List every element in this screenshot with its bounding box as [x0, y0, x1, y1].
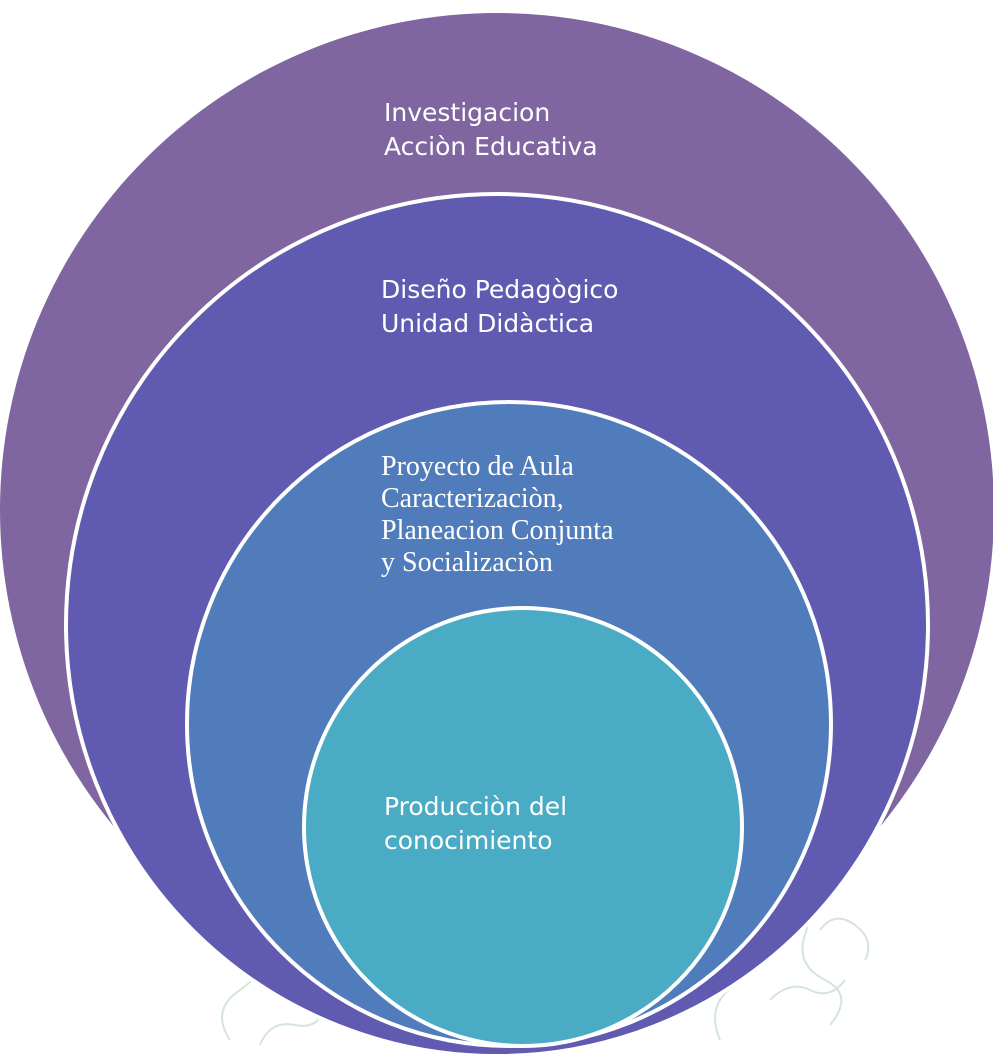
- second-circle-label-line: Diseño Pedagògico: [381, 275, 619, 304]
- outer-circle-label-line: Acciòn Educativa: [384, 132, 598, 161]
- third-circle-label-line: Planeacion Conjunta: [381, 515, 614, 546]
- third-circle-label-line: Caracterizaciòn,: [381, 483, 564, 514]
- inner-circle-label-line: Producciòn del: [384, 792, 568, 821]
- third-circle-label-line: Proyecto de Aula: [381, 451, 574, 482]
- inner-circle: [302, 606, 744, 1048]
- inner-circle-label: Producciòn del conocimiento: [384, 790, 567, 858]
- second-circle-label: Diseño Pedagògico Unidad Didàctica: [381, 273, 618, 341]
- third-circle-label-line: y Socializaciòn: [381, 547, 553, 578]
- inner-circle-label-line: conocimiento: [384, 826, 553, 855]
- third-circle-label: Proyecto de Aula Caracterizaciòn, Planea…: [381, 451, 614, 579]
- second-circle-label-line: Unidad Didàctica: [381, 309, 595, 338]
- outer-circle-label-line: Investigacion: [384, 98, 551, 127]
- outer-circle-label: Investigacion Acciòn Educativa: [384, 96, 598, 164]
